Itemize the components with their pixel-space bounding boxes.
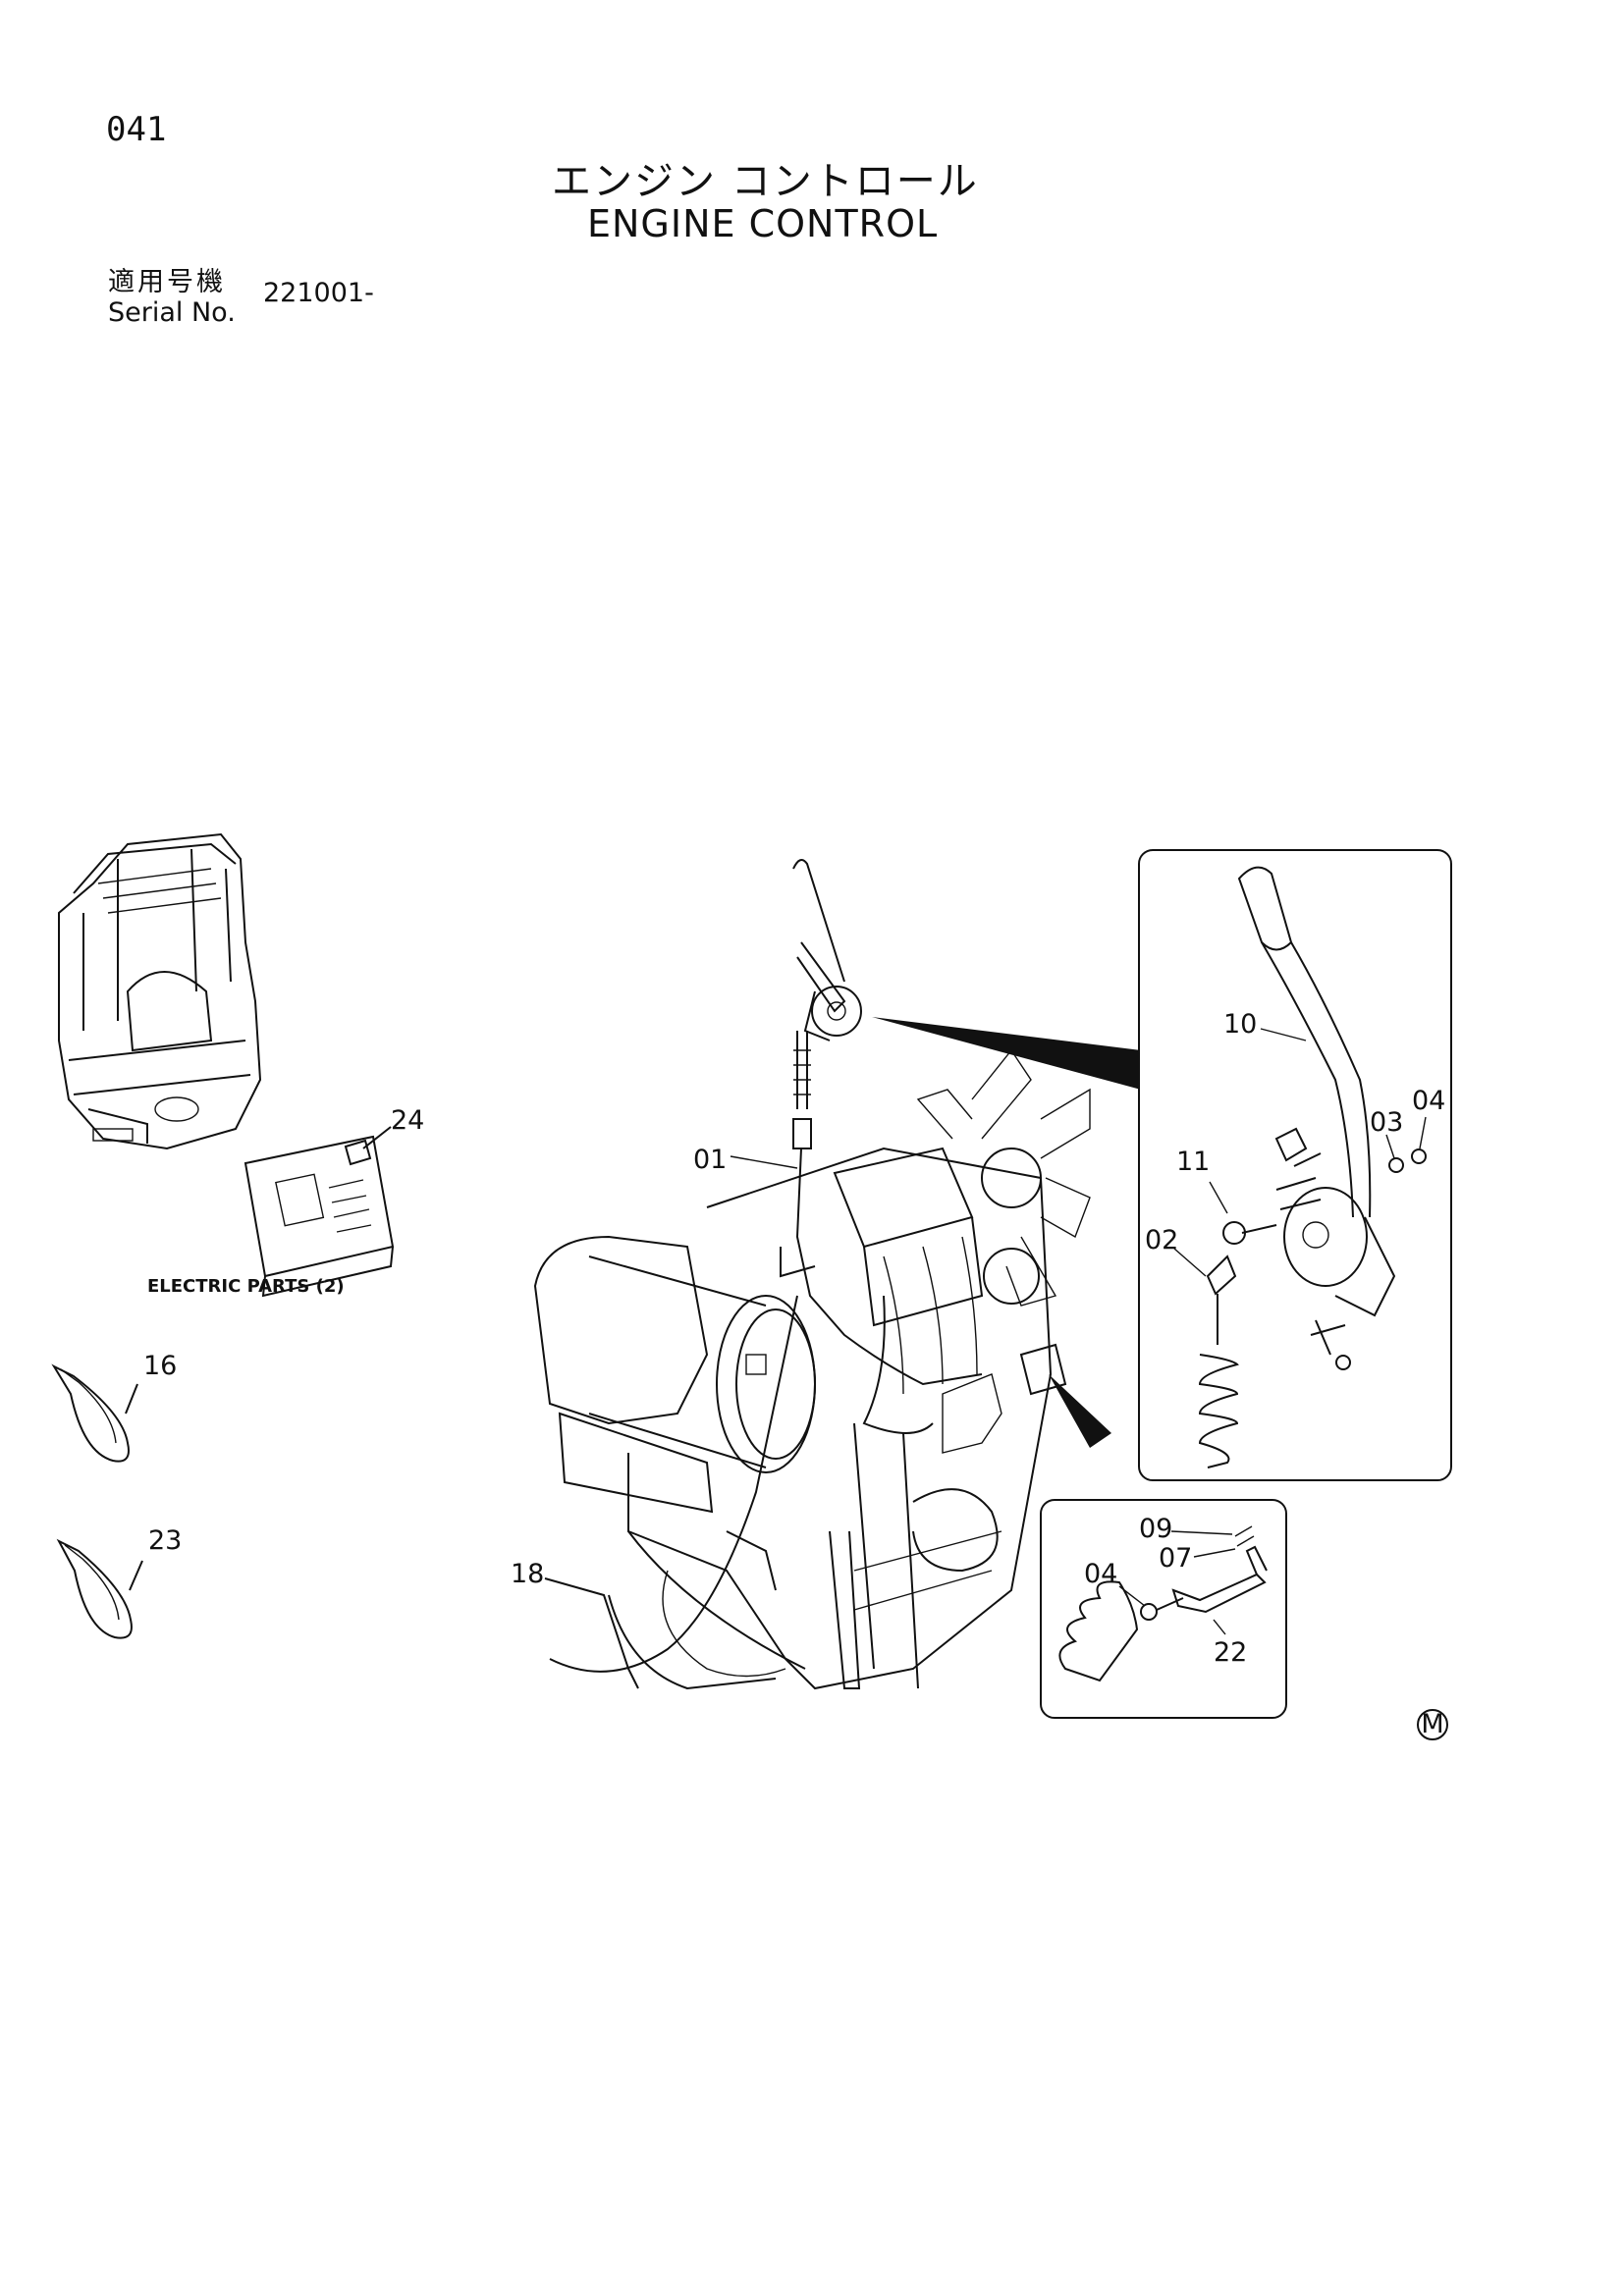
page-title-japanese: エンジン コントロール xyxy=(552,159,979,204)
page-title-english: ENGINE CONTROL xyxy=(587,202,939,245)
callout-18: 18 xyxy=(511,1559,544,1589)
leader-11 xyxy=(1209,1181,1228,1214)
throttle-lever-detail xyxy=(1198,866,1427,1468)
leader-18 xyxy=(544,1577,639,1689)
leader-03 xyxy=(1385,1134,1395,1159)
callout-04-lower: 04 xyxy=(1084,1559,1117,1589)
callout-11: 11 xyxy=(1176,1147,1210,1177)
detail-pointer-upper xyxy=(872,1017,1141,1090)
callout-07: 07 xyxy=(1159,1543,1192,1574)
callout-16: 16 xyxy=(143,1351,177,1381)
monitor-panel-illustration xyxy=(244,1126,395,1298)
serial-number-value: 221001- xyxy=(263,278,374,308)
page-number: 041 xyxy=(106,110,167,149)
cable-clamp-illustration xyxy=(1058,1525,1268,1682)
marker-circle xyxy=(1417,1709,1448,1740)
detail-box-cable-clamp xyxy=(1040,1499,1287,1719)
callout-09: 09 xyxy=(1139,1514,1172,1544)
callout-24: 24 xyxy=(391,1105,424,1136)
leader-02 xyxy=(1173,1248,1207,1277)
electric-parts-caption: ELECTRIC PARTS (2) xyxy=(147,1276,345,1297)
leader-04-upper xyxy=(1419,1116,1427,1149)
serial-label-japanese: 適用号機 xyxy=(108,267,226,297)
leader-10 xyxy=(1260,1028,1307,1041)
leader-22 xyxy=(1213,1619,1226,1635)
leader-01 xyxy=(730,1155,798,1169)
leader-09 xyxy=(1170,1530,1233,1535)
leader-07 xyxy=(1193,1548,1236,1558)
callout-02: 02 xyxy=(1145,1225,1178,1255)
throttle-lever-illustration xyxy=(549,859,983,1690)
callout-23: 23 xyxy=(148,1525,182,1556)
cable-tie-icon xyxy=(51,1363,143,1639)
excavator-cab-illustration xyxy=(58,832,262,1150)
callout-03: 03 xyxy=(1370,1107,1403,1138)
engine-illustration xyxy=(533,1048,1091,1690)
callout-22: 22 xyxy=(1214,1637,1247,1668)
callout-10: 10 xyxy=(1223,1009,1257,1040)
callout-04-upper: 04 xyxy=(1412,1086,1445,1116)
callout-01: 01 xyxy=(693,1145,727,1175)
detail-pointer-lower xyxy=(1049,1374,1111,1448)
marker-label: M xyxy=(1421,1709,1443,1739)
leader-04-lower xyxy=(1118,1585,1146,1607)
serial-label-english: Serial No. xyxy=(108,297,236,328)
